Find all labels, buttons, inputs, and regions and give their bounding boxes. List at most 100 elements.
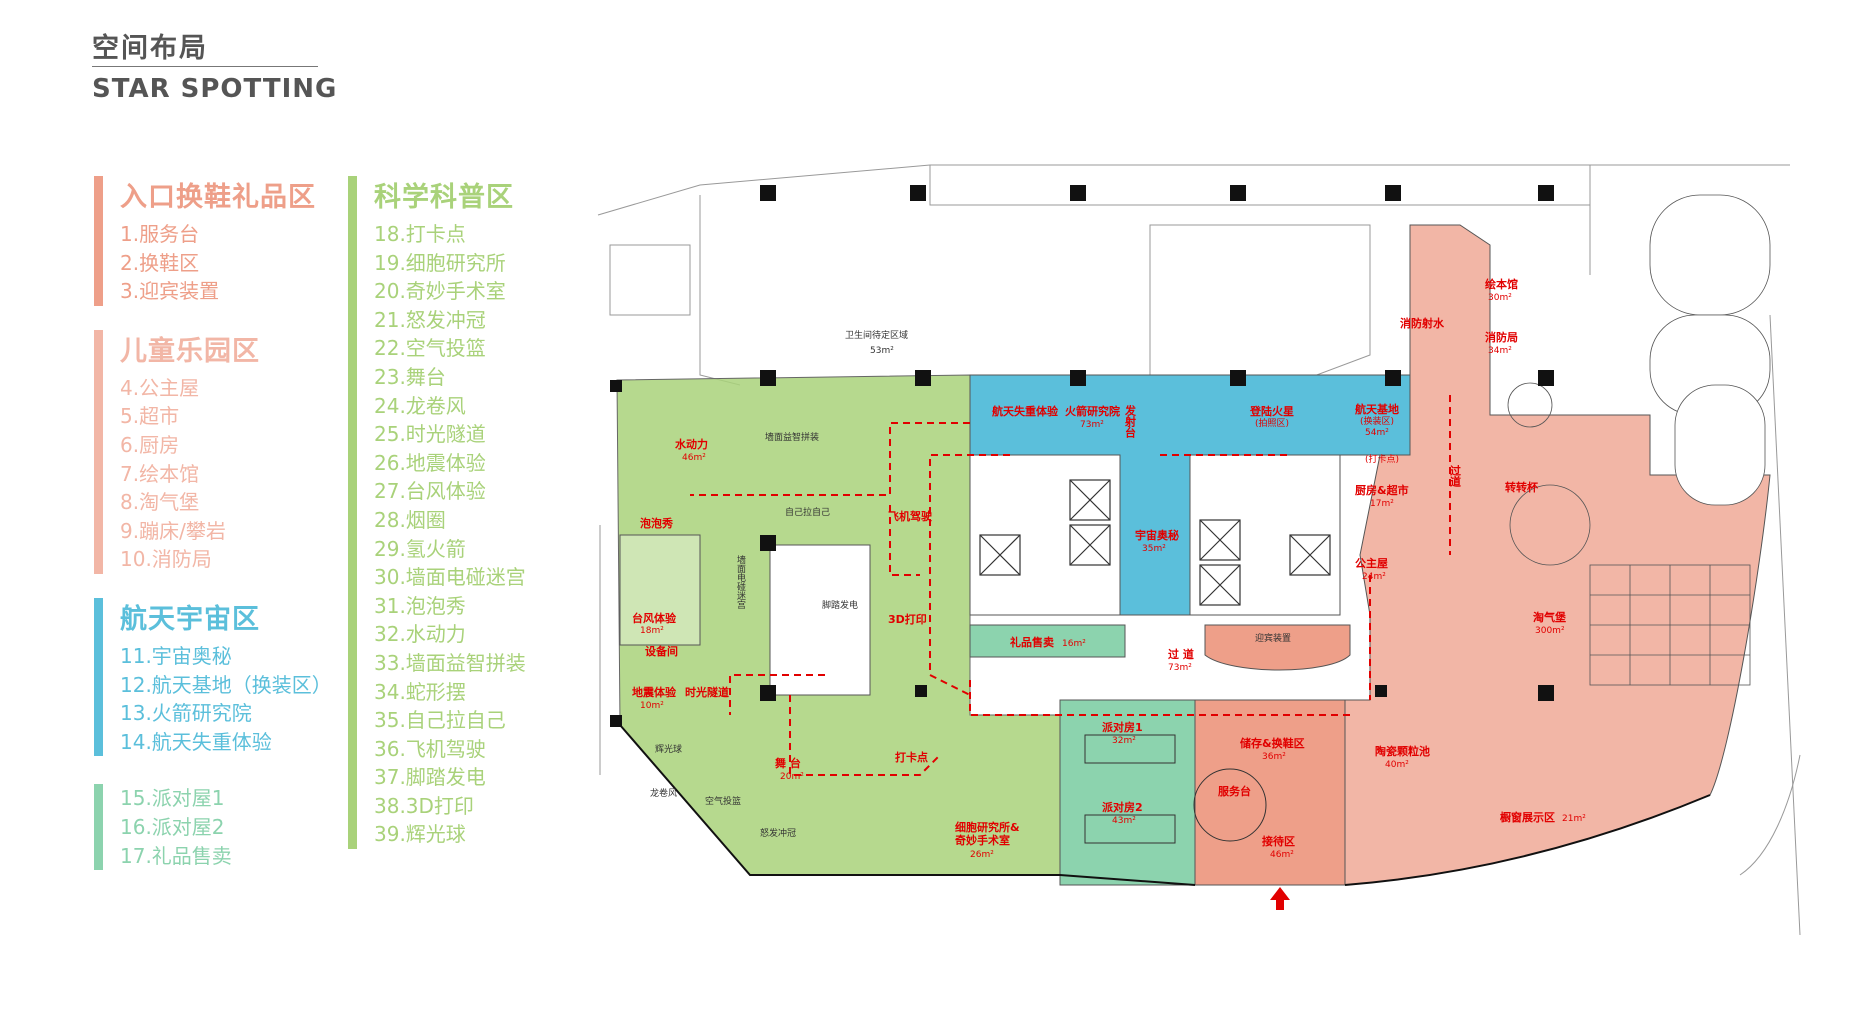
- label-party1: 派对房1: [1102, 720, 1143, 734]
- label-checkin: 打卡点: [895, 750, 928, 764]
- legend-item: 8.淘气堡: [120, 490, 200, 515]
- label-air-basket: 空气投篮: [705, 795, 741, 807]
- legend-item: 24.龙卷风: [374, 393, 466, 418]
- legend-group-title: 入口换鞋礼品区: [120, 182, 316, 213]
- label-glow-ball: 辉光球: [655, 743, 682, 755]
- legend-item: 30.墙面电碰迷宫: [374, 565, 526, 590]
- label-maze: 墙面电碰迷宫: [735, 554, 746, 610]
- legend-item: 7.绘本馆: [120, 461, 200, 486]
- legend-item: 36.飞机驾驶: [374, 736, 486, 761]
- label-window-area: 21m²: [1562, 814, 1586, 824]
- legend-item: 6.厨房: [120, 432, 180, 457]
- legend-item: 5.超市: [120, 404, 180, 429]
- legend-item: 37.脚踏发电: [374, 765, 486, 790]
- label-washroom: 卫生间待定区域: [845, 329, 908, 341]
- legend-right: 科学科普区 18.打卡点 19.细胞研究所 20.奇妙手术室 21.怒发冲冠 2…: [348, 176, 568, 850]
- welcome-device: [1204, 624, 1351, 671]
- label-ceramic: 陶瓷颗粒池: [1375, 744, 1430, 758]
- legend-item: 9.蹦床/攀岩: [120, 518, 226, 543]
- legend-item: 14.航天失重体验: [120, 729, 272, 754]
- legend-group-party: 15.派对屋1 16.派对屋2 17.礼品售卖: [94, 784, 334, 871]
- legend-color-bar: [94, 784, 103, 871]
- label-space-base: 航天基地: [1355, 402, 1399, 416]
- page-subtitle: STAR SPOTTING: [92, 74, 338, 104]
- elevators: [979, 479, 1331, 606]
- legend-group-space: 航天宇宙区 11.宇宙奥秘 12.航天基地（换装区） 13.火箭研究院 14.航…: [94, 597, 334, 757]
- circulation-path: [690, 395, 1451, 776]
- label-picture-book: 绘本馆: [1485, 277, 1518, 291]
- label-corridor-v: 过道: [1449, 464, 1462, 488]
- label-checkin-2: (打卡点): [1365, 453, 1399, 465]
- legend-item: 20.奇妙手术室: [374, 279, 506, 304]
- label-time-tunnel: 时光隧道: [685, 685, 729, 699]
- legend-item: 25.时光隧道: [374, 422, 486, 447]
- naughty-castle-area: [1507, 382, 1751, 686]
- legend-item: 10.消防局: [120, 547, 212, 572]
- legend-group-science: 科学科普区 18.打卡点 19.细胞研究所 20.奇妙手术室 21.怒发冲冠 2…: [348, 176, 568, 850]
- zone-gift: [969, 624, 1126, 658]
- page-title: 空间布局: [92, 33, 208, 64]
- label-spin-cup: 转转杯: [1505, 480, 1539, 494]
- label-corridor: 过 道: [1168, 647, 1194, 661]
- legend-item: 13.火箭研究院: [120, 701, 252, 726]
- legend-item: 29.氢火箭: [374, 536, 466, 561]
- legend-group-title: 航天宇宙区: [120, 603, 260, 635]
- pillars: [610, 185, 1554, 727]
- label-universe-area: 35m²: [1142, 544, 1166, 554]
- label-universe: 宇宙奥秘: [1135, 528, 1179, 542]
- label-fire-station-area: 34m²: [1488, 346, 1512, 356]
- label-space-base-sub: (换装区): [1360, 415, 1394, 427]
- title-divider: [92, 66, 318, 67]
- legend-color-bar: [94, 329, 103, 574]
- legend-item: 17.礼品售卖: [120, 843, 232, 868]
- label-rocket-area: 73m²: [1080, 420, 1104, 430]
- label-water-power-area: 46m²: [682, 453, 706, 463]
- legend-color-bar: [348, 176, 357, 850]
- legend-item: 15.派对屋1: [120, 786, 225, 811]
- stair-core-left-b: [769, 544, 871, 696]
- label-princess-area: 24m²: [1362, 572, 1386, 582]
- legend-item: 27.台风体验: [374, 479, 486, 504]
- party-table-1: [1084, 734, 1176, 764]
- label-stage-area: 20m²: [780, 772, 804, 782]
- label-reception-area: 46m²: [1270, 850, 1294, 860]
- label-launch: 发射台: [1124, 404, 1138, 439]
- label-earthquake-area: 10m²: [640, 701, 664, 711]
- legend-item: 16.派对屋2: [120, 814, 225, 839]
- label-mars: 登陆火星: [1249, 404, 1294, 418]
- fire-station-stairs: [1649, 194, 1771, 506]
- legend-item: 3.迎宾装置: [120, 279, 220, 304]
- legend-item: 26.地震体验: [374, 450, 486, 475]
- label-welcome: 迎宾装置: [1255, 632, 1291, 644]
- legend-item: 33.墙面益智拼装: [374, 650, 526, 675]
- legend-item: 4.公主屋: [120, 375, 200, 400]
- legend-item: 18.打卡点: [374, 222, 466, 246]
- label-gift: 礼品售卖: [1010, 635, 1054, 649]
- legend-item: 11.宇宙奥秘: [120, 643, 232, 668]
- label-pedal: 脚踏发电: [822, 599, 858, 611]
- label-party2-area: 43m²: [1112, 816, 1136, 826]
- label-earthquake: 地震体验: [632, 685, 677, 699]
- party-table-2: [1084, 814, 1176, 844]
- label-corridor-area: 73m²: [1168, 663, 1192, 673]
- label-storage: 储存&换鞋区: [1240, 736, 1305, 750]
- legend-item: 12.航天基地（换装区）: [120, 672, 332, 697]
- stair-core-left: [769, 544, 871, 696]
- legend-color-bar: [94, 597, 103, 757]
- legend-item: 19.细胞研究所: [374, 250, 506, 275]
- label-zero-g: 航天失重体验: [992, 404, 1059, 418]
- label-washroom-area: 53m²: [870, 346, 894, 356]
- label-storage-area: 36m²: [1262, 752, 1286, 762]
- legend-item: 23.舞台: [374, 364, 446, 389]
- zone-entrance: [1194, 699, 1346, 886]
- legend-item: 32.水动力: [374, 622, 466, 647]
- label-cell-lab: 细胞研究所&: [955, 820, 1020, 834]
- legend-group-kids: 儿童乐园区 4.公主屋 5.超市 6.厨房 7.绘本馆 8.淘气堡 9.蹦床/攀…: [94, 329, 334, 574]
- legend-group-entrance: 入口换鞋礼品区 1.服务台 2.换鞋区 3.迎宾装置: [94, 176, 334, 306]
- label-plane: 飞机驾驶: [888, 509, 933, 523]
- label-window: 橱窗展示区: [1500, 810, 1555, 824]
- label-rocket-lab: 火箭研究院: [1065, 404, 1120, 418]
- label-kitchen-area: 17m²: [1370, 499, 1394, 509]
- label-fire-water: 消防射水: [1400, 316, 1445, 330]
- zone-party: [1059, 699, 1196, 886]
